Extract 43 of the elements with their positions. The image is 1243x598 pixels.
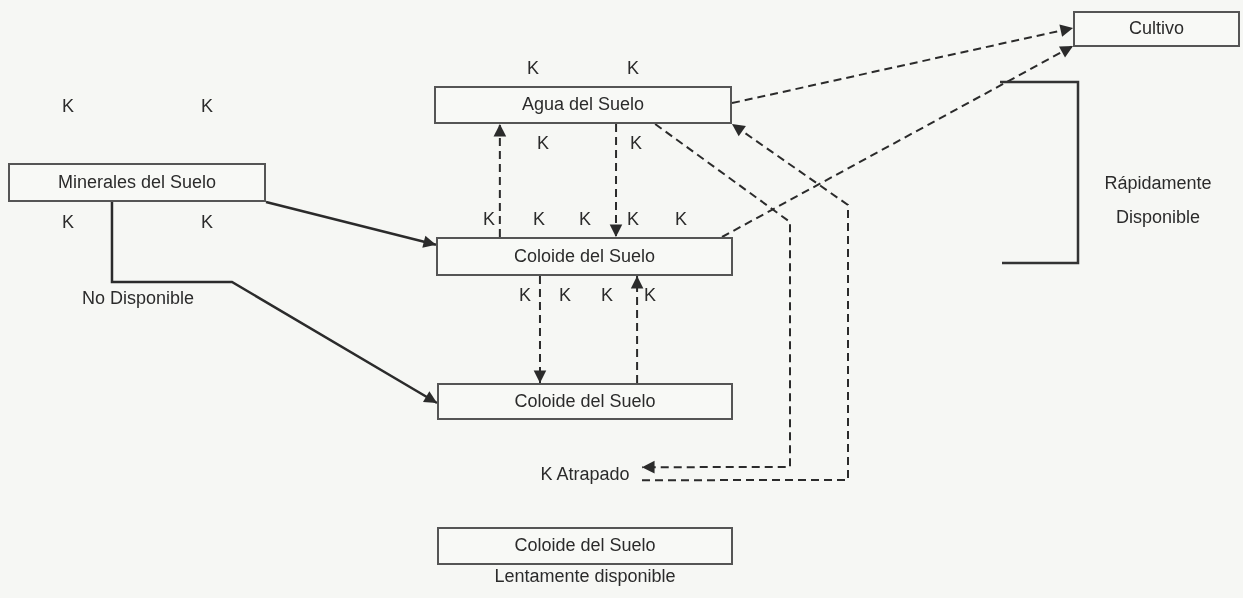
dashed-arrow xyxy=(731,24,1074,105)
process-box xyxy=(437,383,733,420)
text-label: K xyxy=(533,207,545,231)
box-label: Cultivo xyxy=(1129,19,1184,39)
arrow xyxy=(110,202,438,405)
text-label: K xyxy=(519,283,531,307)
box-label: Minerales del Suelo xyxy=(57,172,217,193)
dashed-arrow xyxy=(493,123,507,238)
text-label: K xyxy=(601,283,613,307)
text-label: K xyxy=(527,56,539,80)
text-label: K xyxy=(675,207,687,231)
availability-label: Rápidamente Disponible xyxy=(1103,171,1213,229)
dashed-arrow xyxy=(630,275,644,384)
node-label: K Atrapado xyxy=(528,462,642,488)
process-box xyxy=(8,163,266,202)
box-label: Agua del Suelo xyxy=(521,95,645,115)
caption-text: Lentamente disponible xyxy=(494,566,676,587)
text-label: K xyxy=(630,131,642,155)
text-label: K xyxy=(62,210,74,234)
text-label: K xyxy=(579,207,591,231)
process-box xyxy=(437,527,733,565)
text-label: No Disponible xyxy=(81,286,195,310)
dashed-arrow xyxy=(609,123,623,238)
text-label: K xyxy=(62,94,74,118)
arrow xyxy=(265,200,437,248)
process-box xyxy=(436,237,733,276)
text-label: K xyxy=(627,207,639,231)
text-label: K xyxy=(644,283,656,307)
process-box xyxy=(434,86,732,124)
process-box xyxy=(1073,11,1240,47)
box-label: Coloide del Suelo xyxy=(513,246,656,267)
text-label: K xyxy=(201,210,213,234)
text-label: K xyxy=(537,131,549,155)
box-label: Coloide del Suelo xyxy=(514,391,656,412)
dashed-arrow xyxy=(641,123,791,474)
dashed-arrow xyxy=(721,44,1074,238)
dashed-arrow xyxy=(641,123,849,482)
text-label: K xyxy=(627,56,639,80)
box-label: Coloide del Suelo xyxy=(514,536,656,556)
text-label: K xyxy=(483,207,495,231)
text-label: K xyxy=(201,94,213,118)
dashed-arrow xyxy=(533,275,547,384)
text-label: K xyxy=(559,283,571,307)
